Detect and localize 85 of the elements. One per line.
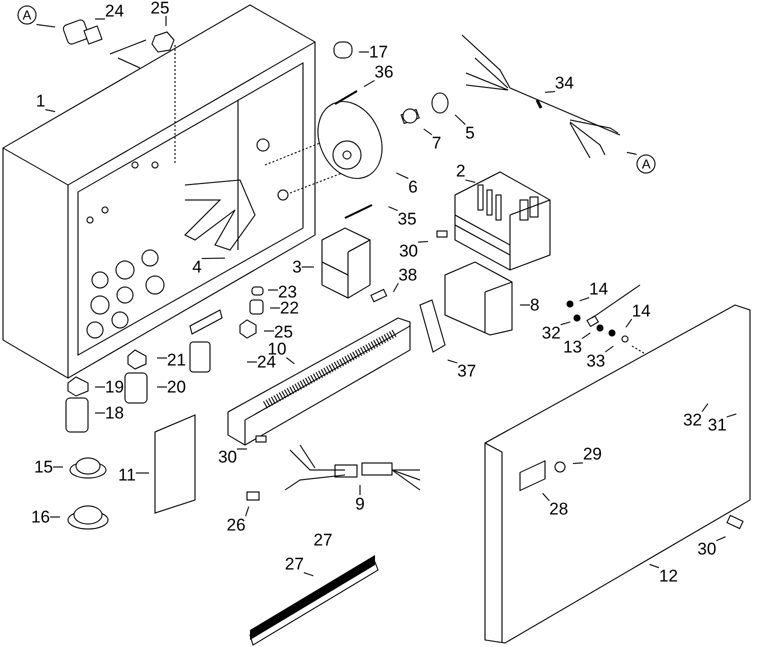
leader-line: [520, 304, 530, 306]
callout-number: 18: [105, 404, 124, 422]
callout-number: 8: [530, 296, 540, 314]
callout-number: 34: [554, 74, 574, 92]
callout-number: 17: [369, 44, 388, 60]
callout-number: 30: [697, 540, 716, 558]
callout-number: 32: [542, 324, 561, 342]
leader-line: [52, 466, 64, 468]
callout-number: 12: [659, 568, 678, 585]
callout-number: 30: [218, 448, 237, 466]
callout-number: 27: [314, 532, 332, 548]
callout-number: 7: [432, 134, 442, 152]
leader-line: [396, 172, 409, 179]
leader-line: [36, 24, 56, 28]
leader-line: [44, 109, 56, 112]
leader-line: [94, 18, 106, 20]
callout-number: 14: [632, 302, 651, 320]
leader-line: [572, 462, 584, 464]
callout-number: 2: [456, 162, 466, 180]
callout-number: 13: [563, 338, 582, 356]
callout-number: 31: [708, 416, 727, 434]
callout-number: 25: [274, 324, 293, 340]
callout-number: 25: [150, 0, 170, 16]
callout-number: 24: [257, 354, 276, 370]
leader-line: [388, 206, 398, 212]
leader-line: [264, 330, 274, 332]
leader-line: [716, 536, 726, 542]
callout-number: 26: [226, 516, 246, 534]
leader-line: [135, 472, 150, 474]
leader-line: [454, 114, 466, 125]
leader-line: [626, 318, 632, 328]
callout-number: 6: [408, 178, 418, 196]
leader-line: [649, 564, 660, 568]
leader-line: [447, 360, 458, 364]
leader-line: [236, 448, 248, 450]
leader-line: [156, 386, 168, 388]
callout-number: 1: [36, 92, 46, 110]
leader-line: [626, 152, 638, 155]
leader-line: [286, 357, 295, 364]
callout-number: 22: [280, 300, 299, 316]
callout-number: 30: [399, 242, 418, 260]
callout-number: 28: [549, 500, 568, 518]
callout-number: 5: [465, 124, 475, 142]
callout-number: 20: [167, 378, 186, 396]
leader-line: [303, 572, 314, 576]
leader-line: [392, 282, 399, 292]
callout-number: 37: [457, 362, 476, 380]
callout-number: 16: [31, 508, 50, 526]
callout-number: 14: [589, 280, 608, 298]
leader-line: [726, 414, 737, 418]
leader-line: [464, 179, 476, 183]
leader-line: [50, 516, 60, 518]
leader-line: [418, 240, 429, 243]
callout-number: 32: [683, 412, 702, 429]
callout-number: 33: [586, 352, 606, 370]
leader-line: [582, 332, 591, 340]
callout-number: 24: [105, 2, 124, 20]
callout-number: 19: [105, 378, 124, 396]
callout-number: 15: [34, 458, 53, 476]
callout-number: 9: [355, 495, 365, 512]
callout-number: 38: [398, 266, 418, 284]
leader-line: [245, 506, 250, 517]
leader-line: [579, 297, 590, 302]
callout-number: 36: [374, 64, 394, 80]
leader-line: [702, 403, 708, 412]
leader-line: [423, 128, 432, 136]
reference-circle: A: [18, 6, 36, 24]
callout-number: 21: [167, 352, 186, 368]
leader-line: [301, 266, 314, 268]
leader-line: [544, 90, 556, 93]
leader-line: [201, 258, 226, 259]
callout-number: 29: [582, 446, 602, 463]
leader-line: [542, 492, 550, 502]
callout-number: 27: [284, 556, 304, 573]
leader-line: [604, 346, 614, 353]
callout-number: 4: [192, 258, 202, 276]
callout-number: 11: [118, 466, 136, 484]
leader-line: [560, 321, 571, 326]
reference-circle: A: [636, 154, 656, 174]
callout-number: 23: [278, 284, 297, 300]
leader-line: [94, 386, 106, 388]
callout-number: 35: [398, 210, 417, 228]
leader-line: [364, 80, 376, 88]
leader-line: [94, 412, 106, 414]
callout-number: 3: [292, 258, 302, 276]
